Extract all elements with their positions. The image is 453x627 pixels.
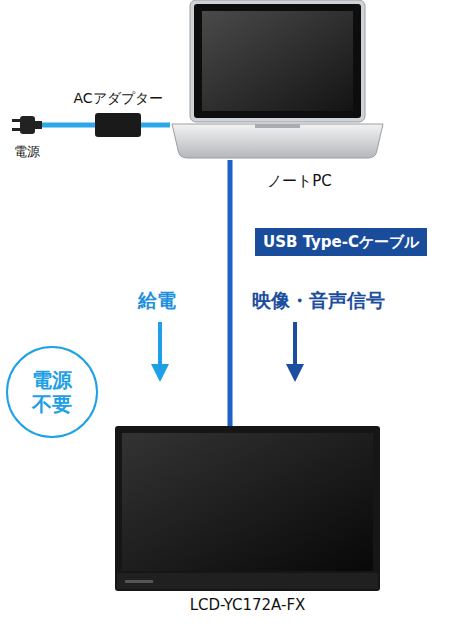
laptop-drawing — [170, 0, 385, 160]
plug-prong — [12, 119, 21, 122]
no-power-badge: 電源 不要 — [6, 346, 98, 438]
power-arrow-shaft — [158, 322, 162, 366]
ac-adapter: ACアダプター — [95, 113, 141, 137]
cable — [141, 123, 170, 128]
monitor-logo — [125, 580, 153, 583]
laptop-label: ノートPC — [267, 172, 332, 191]
laptop-bezel — [194, 4, 361, 118]
signal-arrow-shaft — [293, 322, 297, 366]
laptop-base — [172, 124, 383, 158]
signal-label: 映像・音声信号 — [252, 288, 385, 314]
monitor-drawing — [115, 426, 380, 591]
power-plug: 電源 — [12, 115, 42, 135]
ac-adapter-drawing — [95, 113, 141, 137]
monitor-screen — [122, 433, 373, 571]
monitor-bezel — [115, 426, 380, 591]
no-power-badge-label: 電源 不要 — [27, 368, 77, 416]
plug-prong — [12, 128, 21, 131]
cable — [42, 123, 95, 128]
laptop-screen — [202, 11, 353, 111]
plug-neck — [34, 121, 42, 129]
monitor-label: LCD-YC172A-FX — [190, 596, 306, 614]
plug-body — [20, 116, 35, 134]
cable-tag-label: USB Type-Cケーブル — [263, 233, 419, 251]
power-plug-drawing — [12, 115, 42, 135]
laptop-notch — [255, 124, 300, 128]
signal-arrow-head — [286, 364, 304, 382]
laptop-lid — [190, 0, 365, 122]
monitor: LCD-YC172A-FX — [115, 426, 380, 591]
ac-adapter-label: ACアダプター — [73, 90, 162, 108]
adapter-body — [95, 113, 141, 137]
laptop: ノートPC — [170, 0, 385, 160]
cable-tag: USB Type-Cケーブル — [255, 228, 427, 256]
power-label: 給電 — [138, 288, 176, 314]
monitor-chin — [117, 573, 378, 589]
power-plug-label: 電源 — [14, 143, 40, 161]
cable — [228, 160, 233, 426]
power-arrow-head — [151, 364, 169, 382]
